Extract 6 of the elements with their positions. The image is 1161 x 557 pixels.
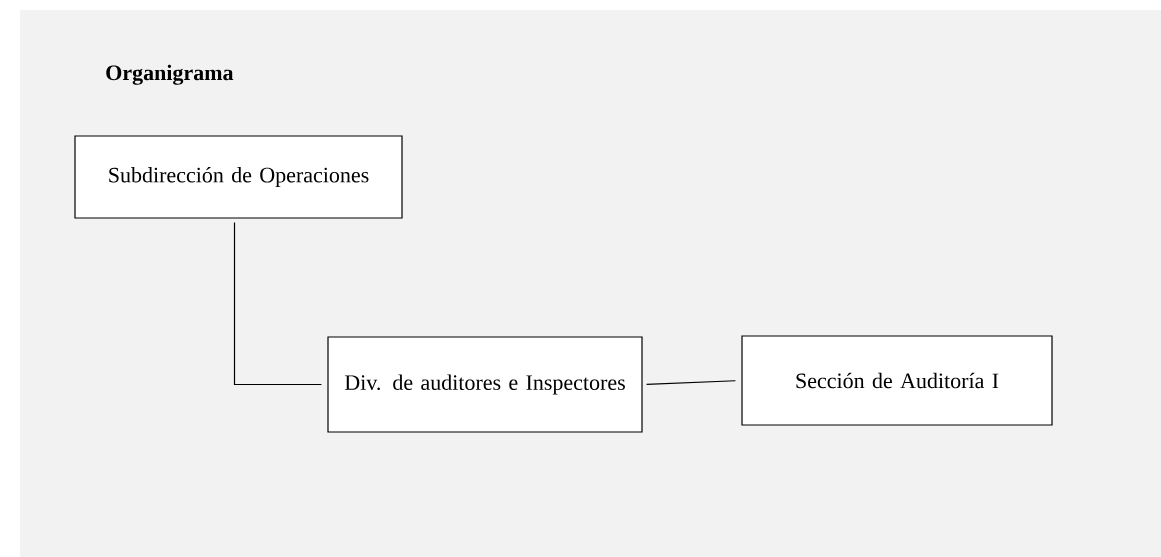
- org-box: Div. de auditores e Inspectores: [327, 336, 643, 433]
- org-box: Sección de Auditoría I: [741, 335, 1053, 426]
- org-box: Subdirección de Operaciones: [74, 135, 403, 219]
- connector-line: [646, 380, 736, 385]
- connector-line: [233, 222, 322, 386]
- title: Organigrama: [106, 64, 234, 85]
